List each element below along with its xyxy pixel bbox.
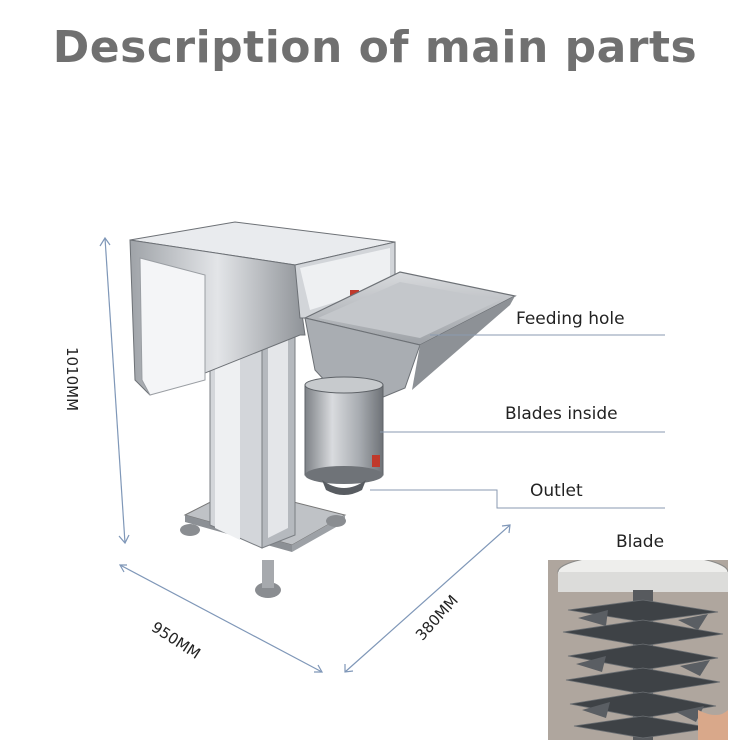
dimension-lines xyxy=(99,236,511,673)
blade-drum xyxy=(304,376,384,495)
height-arrow-top xyxy=(99,236,111,247)
width-arrow-left xyxy=(118,564,127,573)
outlet-label: Outlet xyxy=(530,481,583,501)
depth-arrow-right xyxy=(501,524,511,534)
height-dimension-label: 1010MM xyxy=(63,346,82,412)
height-arrow-bottom xyxy=(118,534,130,545)
width-arrow-right xyxy=(314,664,324,673)
blade-inset-image xyxy=(548,560,728,740)
depth-dimension-line xyxy=(344,524,511,673)
blade-label: Blade xyxy=(616,532,665,552)
leader-lines xyxy=(370,334,665,509)
feeding-hole-label: Feeding hole xyxy=(516,309,625,329)
width-dimension-line xyxy=(119,564,323,673)
outlet-leader xyxy=(370,489,665,509)
machine-column xyxy=(209,319,296,549)
page-title: Description of main parts xyxy=(52,22,698,73)
depth-arrow-left xyxy=(344,664,354,673)
outlet-spout xyxy=(322,480,366,495)
height-dimension-line xyxy=(104,237,126,544)
machine-housing xyxy=(129,221,396,396)
blades-inside-label: Blades inside xyxy=(505,404,618,424)
